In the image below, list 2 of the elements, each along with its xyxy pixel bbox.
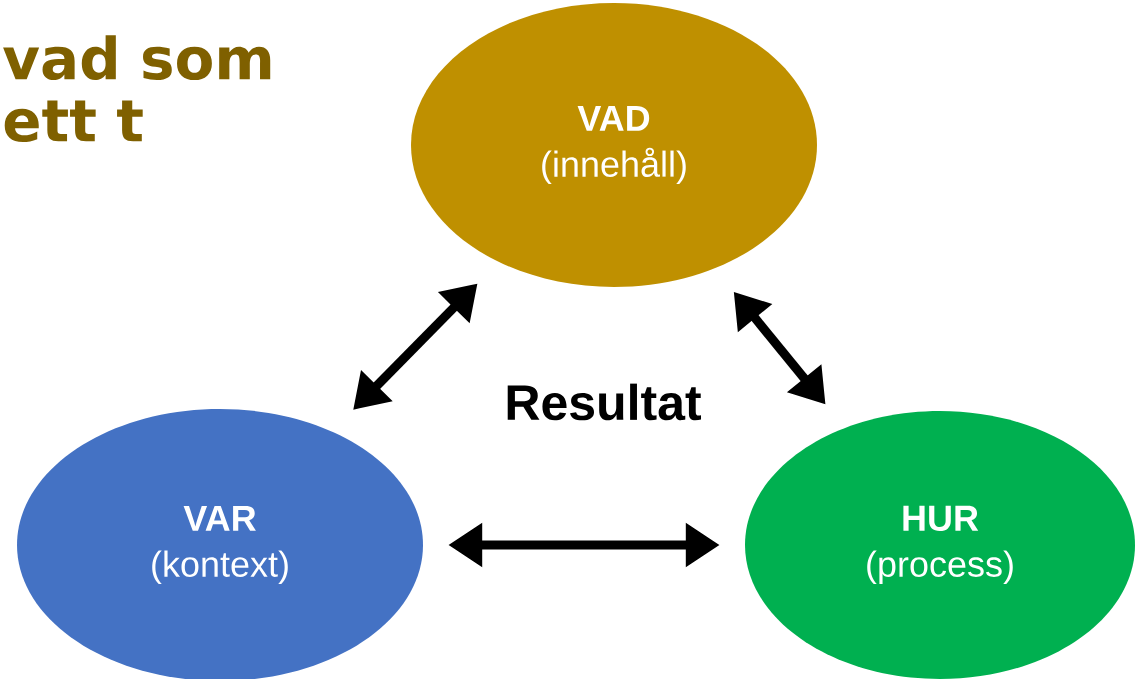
center-label: Resultat (507, 383, 701, 421)
title: vad som ett t (3, 35, 271, 143)
